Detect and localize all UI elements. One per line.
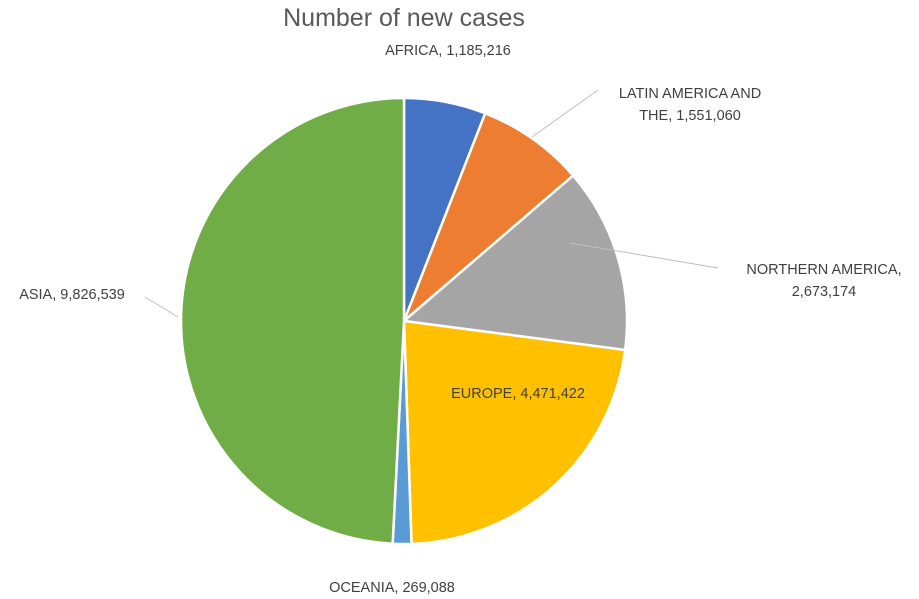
slice-label-oceania: OCEANIA, 269,088 — [329, 580, 455, 596]
slice-label-africa: AFRICA, 1,185,216 — [385, 43, 511, 59]
pie-slice-asia — [179, 96, 406, 546]
slice-label-line: 2,673,174 — [792, 284, 857, 300]
slice-label-europe: EUROPE, 4,471,422 — [451, 386, 585, 402]
slice-label-asia: ASIA, 9,826,539 — [19, 287, 125, 303]
pie-slice-northern-america — [401, 173, 629, 352]
slice-label-line: THE, 1,551,060 — [639, 108, 741, 124]
slice-label-latin-america-and-the: LATIN AMERICA AND THE, 1,551,060 — [619, 86, 761, 124]
slice-label-line: NORTHERN AMERICA, — [746, 262, 901, 278]
pie-slice-latin-america-and-the — [402, 111, 575, 322]
pie-slice-europe — [402, 319, 627, 546]
leader-line-latin-america-and-the — [531, 89, 599, 138]
leader-line-northern-america — [569, 242, 719, 269]
leader-lines-layer — [144, 89, 719, 318]
slices-layer — [179, 96, 629, 546]
slice-label-northern-america: NORTHERN AMERICA, 2,673,174 — [746, 262, 901, 300]
chart-title: Number of new cases — [283, 4, 525, 32]
leader-line-asia — [144, 296, 179, 318]
slice-label-line: LATIN AMERICA AND — [619, 86, 761, 102]
